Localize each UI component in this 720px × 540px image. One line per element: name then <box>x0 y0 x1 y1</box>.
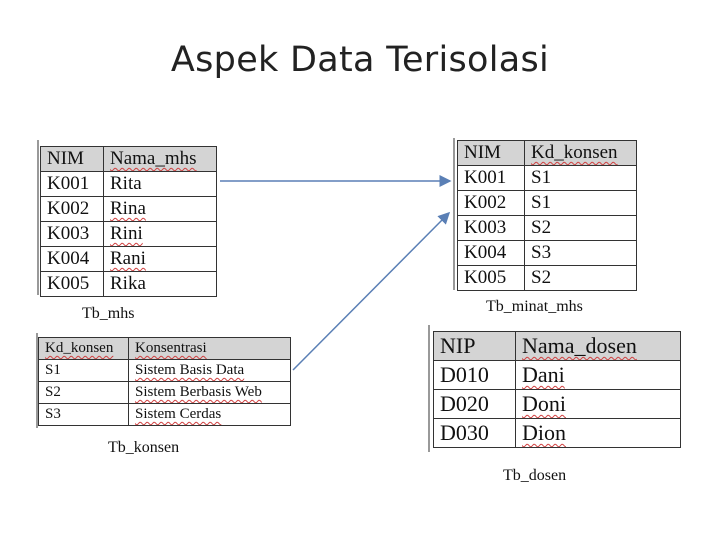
table-cell: K002 <box>40 196 104 222</box>
dosen-table-frame <box>428 325 430 452</box>
konsen-table: Kd_konsen Konsentrasi S1 Sistem Basis Da… <box>38 337 291 426</box>
table-cell: Doni <box>515 389 681 419</box>
table-row: D030 Dion <box>433 418 681 448</box>
table-cell: Rina <box>103 196 217 222</box>
konsen-to-minat-arrow <box>292 211 451 371</box>
header-cell: Konsentrasi <box>128 337 291 360</box>
table-row: K003 S2 <box>457 215 637 241</box>
table-cell: K005 <box>40 271 104 297</box>
header-cell: NIM <box>40 146 104 172</box>
table-header-row: NIP Nama_dosen <box>433 331 681 361</box>
table-row: K003 Rini <box>40 221 217 247</box>
table-cell: Sistem Basis Data <box>128 359 291 382</box>
table-cell: S2 <box>524 265 637 291</box>
table-cell: S1 <box>38 359 129 382</box>
table-cell: Rita <box>103 171 217 197</box>
table-cell: Sistem Cerdas <box>128 403 291 426</box>
table-row: K002 Rina <box>40 196 217 222</box>
table-cell: K004 <box>40 246 104 272</box>
header-cell: NIM <box>457 140 525 166</box>
table-header-row: NIM Nama_mhs <box>40 146 217 172</box>
table-cell: Dani <box>515 360 681 390</box>
minat-table: NIM Kd_konsen K001 S1 K002 S1 K003 S2 K0… <box>457 140 637 291</box>
table-row: K005 S2 <box>457 265 637 291</box>
table-cell: K003 <box>40 221 104 247</box>
table-row: K001 Rita <box>40 171 217 197</box>
mhs-table-frame <box>37 140 39 295</box>
table-header-row: NIM Kd_konsen <box>457 140 637 166</box>
table-cell: K001 <box>457 165 525 191</box>
minat-table-frame <box>453 138 455 290</box>
dosen-table: NIP Nama_dosen D010 Dani D020 Doni D030 … <box>433 331 681 448</box>
minat-table-caption: Tb_minat_mhs <box>486 298 583 315</box>
header-cell: Kd_konsen <box>524 140 637 166</box>
konsen-table-frame <box>36 333 38 428</box>
dosen-table-caption: Tb_dosen <box>503 467 567 484</box>
table-row: K002 S1 <box>457 190 637 216</box>
header-cell: Nama_dosen <box>515 331 681 361</box>
table-cell: K005 <box>457 265 525 291</box>
table-cell: S3 <box>524 240 637 266</box>
table-cell: S2 <box>524 215 637 241</box>
table-row: K005 Rika <box>40 271 217 297</box>
table-cell: Dion <box>515 418 681 448</box>
table-cell: Rika <box>103 271 217 297</box>
header-cell: NIP <box>433 331 516 361</box>
mhs-table: NIM Nama_mhs K001 Rita K002 Rina K003 Ri… <box>40 146 217 297</box>
table-cell: D030 <box>433 418 516 448</box>
table-row: S3 Sistem Cerdas <box>38 403 291 426</box>
table-header-row: Kd_konsen Konsentrasi <box>38 337 291 360</box>
table-row: S1 Sistem Basis Data <box>38 359 291 382</box>
table-row: K004 S3 <box>457 240 637 266</box>
konsen-table-caption: Tb_konsen <box>108 439 180 456</box>
table-cell: K003 <box>457 215 525 241</box>
mhs-table-caption: Tb_mhs <box>82 305 135 322</box>
header-cell: Kd_konsen <box>38 337 129 360</box>
header-cell: Nama_mhs <box>103 146 217 172</box>
table-cell: K002 <box>457 190 525 216</box>
slide-title: Aspek Data Terisolasi <box>170 40 550 80</box>
table-row: D010 Dani <box>433 360 681 390</box>
